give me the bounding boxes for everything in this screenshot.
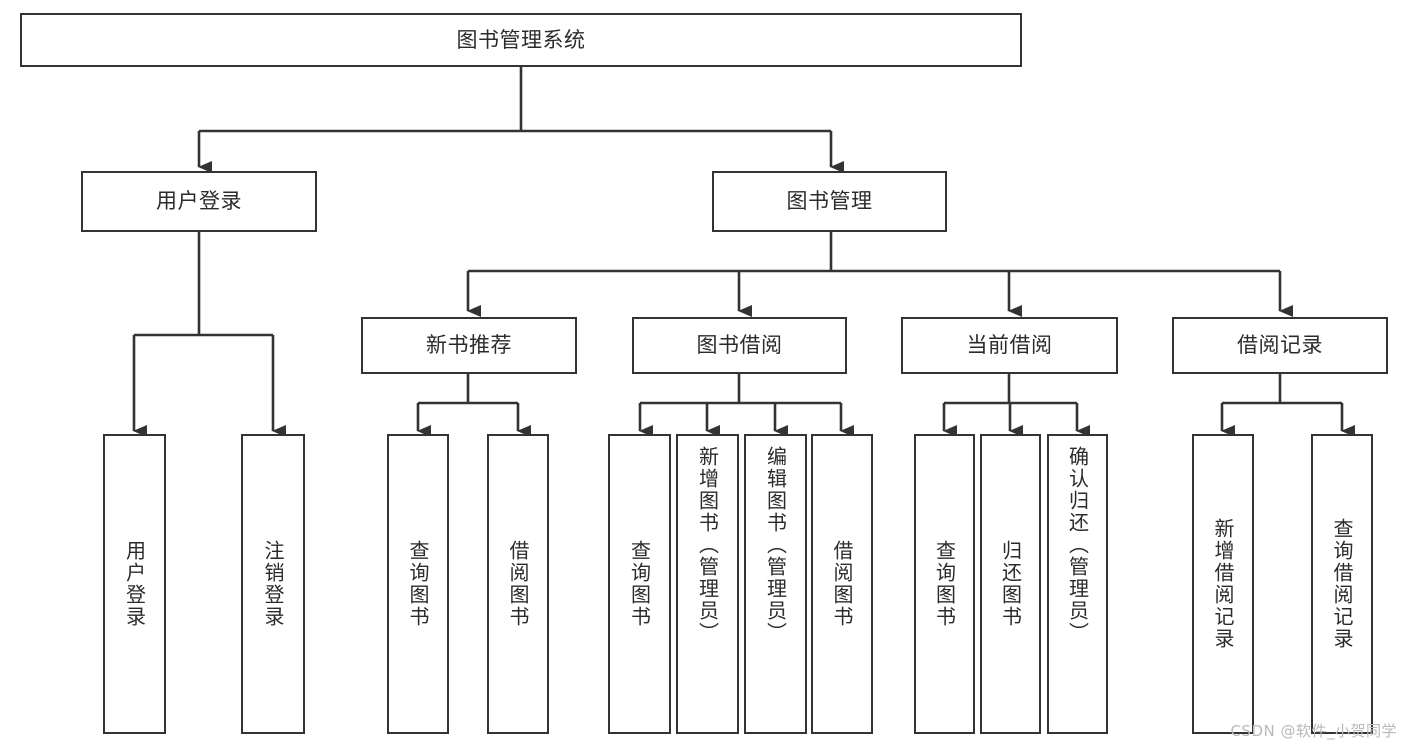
connector-lines (132, 67, 1355, 437)
node-root-label: 图书管理系统 (456, 27, 586, 52)
leaf-book-borrow-borrow[interactable]: 借阅图书 (811, 434, 873, 734)
leaf-borrow-record-query-label: 查询借阅记录 (1330, 518, 1354, 650)
leaf-user-login-logout-label: 注销登录 (261, 540, 285, 628)
leaf-user-login-login[interactable]: 用户登录 (103, 434, 166, 734)
leaf-book-borrow-add-label: 新增图书（管理员） (695, 446, 720, 644)
leaf-current-borrow-confirm-label: 确认归还（管理员） (1065, 446, 1090, 644)
node-borrow-record-label: 借阅记录 (1237, 333, 1323, 358)
node-root[interactable]: 图书管理系统 (20, 13, 1022, 67)
leaf-book-borrow-add[interactable]: 新增图书（管理员） (676, 434, 739, 734)
leaf-new-book-borrow[interactable]: 借阅图书 (487, 434, 549, 734)
leaf-book-borrow-edit-label: 编辑图书（管理员） (763, 446, 788, 644)
node-new-book-recommend-label: 新书推荐 (426, 333, 512, 358)
leaf-new-book-query[interactable]: 查询图书 (387, 434, 449, 734)
node-borrow-record[interactable]: 借阅记录 (1172, 317, 1388, 374)
node-user-login-label: 用户登录 (156, 189, 242, 214)
leaf-current-borrow-query[interactable]: 查询图书 (914, 434, 975, 734)
leaf-current-borrow-return-label: 归还图书 (998, 540, 1023, 628)
leaf-borrow-record-add-label: 新增借阅记录 (1211, 518, 1235, 650)
node-book-borrow[interactable]: 图书借阅 (632, 317, 847, 374)
leaf-borrow-record-query[interactable]: 查询借阅记录 (1311, 434, 1373, 734)
node-new-book-recommend[interactable]: 新书推荐 (361, 317, 577, 374)
leaf-book-borrow-query[interactable]: 查询图书 (608, 434, 671, 734)
node-book-manage-label: 图书管理 (786, 189, 873, 214)
node-current-borrow-label: 当前借阅 (966, 333, 1053, 358)
leaf-book-borrow-edit[interactable]: 编辑图书（管理员） (744, 434, 807, 734)
node-book-borrow-label: 图书借阅 (696, 333, 783, 358)
leaf-borrow-record-add[interactable]: 新增借阅记录 (1192, 434, 1254, 734)
leaf-new-book-query-label: 查询图书 (406, 540, 430, 628)
leaf-current-borrow-query-label: 查询图书 (932, 540, 957, 628)
node-book-manage[interactable]: 图书管理 (712, 171, 947, 232)
node-user-login[interactable]: 用户登录 (81, 171, 317, 232)
leaf-user-login-login-label: 用户登录 (122, 540, 147, 628)
leaf-user-login-logout[interactable]: 注销登录 (241, 434, 305, 734)
leaf-current-borrow-confirm[interactable]: 确认归还（管理员） (1047, 434, 1108, 734)
node-current-borrow[interactable]: 当前借阅 (901, 317, 1118, 374)
leaf-book-borrow-borrow-label: 借阅图书 (830, 540, 854, 628)
leaf-new-book-borrow-label: 借阅图书 (506, 540, 530, 628)
leaf-current-borrow-return[interactable]: 归还图书 (980, 434, 1041, 734)
leaf-book-borrow-query-label: 查询图书 (627, 540, 652, 628)
